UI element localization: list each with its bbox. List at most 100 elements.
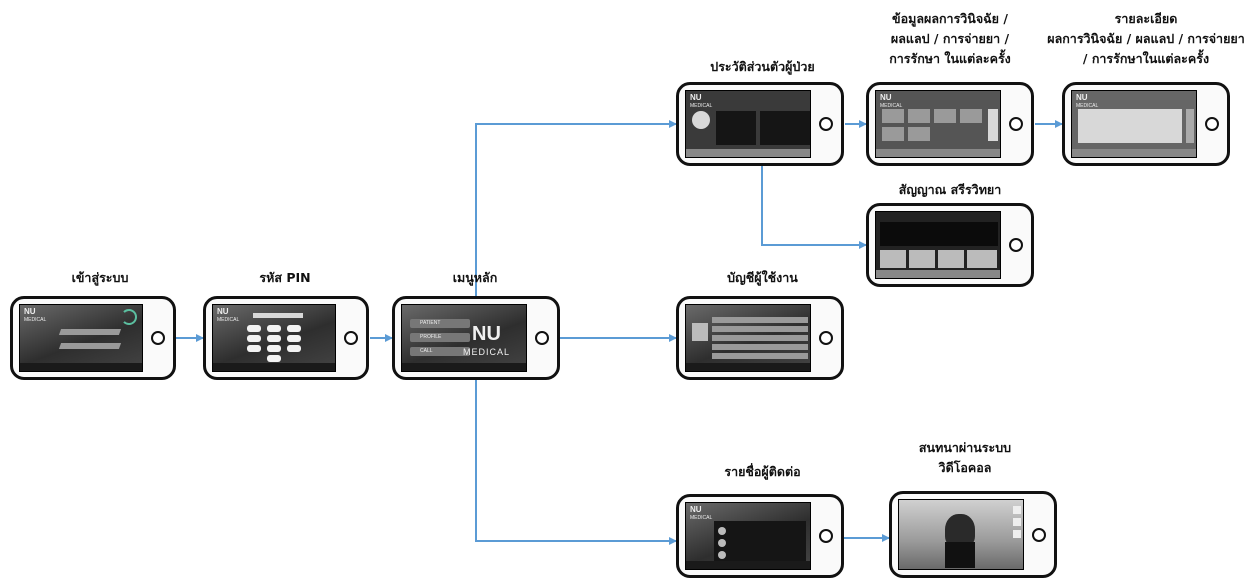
home-button-icon[interactable] (1032, 527, 1046, 542)
detail-panel (1078, 109, 1182, 143)
label-user-account: บัญชีผู้ใช้งาน (727, 270, 798, 285)
vital-card (909, 250, 935, 268)
home-button-icon[interactable] (1205, 117, 1219, 131)
contact-avatar (718, 551, 726, 559)
account-field (712, 344, 808, 350)
pin-key[interactable] (267, 325, 281, 332)
avatar (692, 323, 708, 341)
label-diagnosis-detail: รายละเอียด ผลการวินิจฉัย / ผลแลป / การจ่… (1047, 11, 1245, 66)
home-button-icon[interactable] (1009, 238, 1023, 252)
username-field[interactable] (58, 329, 122, 335)
login-footer (20, 363, 142, 371)
label-vital-signs: สัญญาณ สรีรวิทยา (898, 182, 1002, 197)
pin-key[interactable] (247, 345, 261, 352)
menu-profile-button[interactable]: PROFILE (410, 333, 470, 342)
pin-key[interactable] (267, 335, 281, 342)
label-contact-list: รายชื่อผู้ติดต่อ (724, 464, 801, 479)
caller-body (945, 542, 975, 568)
label-pin: รหัส PIN (259, 270, 311, 285)
tab-bar[interactable] (1072, 149, 1196, 157)
pin-footer (213, 363, 335, 371)
label-main-menu: เมนูหลัก (452, 270, 498, 285)
label-diagnosis-list: ข้อมูลผลการวินิจฉัย / ผลแลป / การจ่ายยา … (889, 11, 1011, 66)
phone-user-account (676, 296, 844, 380)
loading-spinner-icon (121, 309, 137, 325)
pin-display (253, 313, 303, 318)
contacts-footer (686, 561, 810, 569)
record-tile[interactable] (882, 127, 904, 141)
record-tile[interactable] (908, 127, 930, 141)
account-field (712, 353, 808, 359)
home-button-icon[interactable] (1009, 117, 1023, 131)
pin-key[interactable] (287, 345, 301, 352)
home-button-icon[interactable] (819, 529, 833, 543)
contact-avatar (718, 527, 726, 535)
user-account-screen (685, 304, 811, 372)
record-tile[interactable] (908, 109, 930, 123)
home-button-icon[interactable] (819, 117, 833, 131)
scrollbar[interactable] (1186, 109, 1194, 143)
tab-bar[interactable] (686, 149, 810, 157)
phone-vital-signs (866, 203, 1034, 287)
pin-key[interactable] (247, 335, 261, 342)
pin-key[interactable] (287, 325, 301, 332)
mute-icon[interactable] (1013, 518, 1021, 526)
arrow-menu-to-contacts (475, 380, 677, 545)
vital-card (938, 250, 964, 268)
tab-bar[interactable] (876, 149, 1000, 157)
menu-footer (402, 363, 526, 371)
pin-key[interactable] (247, 325, 261, 332)
password-field[interactable] (58, 343, 122, 349)
label-patient-history: ประวัติส่วนตัวผู้ป่วย (710, 59, 815, 74)
menu-call-button[interactable]: CALL (410, 347, 470, 356)
record-tile[interactable] (960, 109, 982, 123)
account-footer (686, 363, 810, 371)
vital-card (880, 250, 906, 268)
pin-key[interactable] (267, 355, 281, 362)
scrollbar[interactable] (988, 109, 998, 141)
pin-key[interactable] (267, 345, 281, 352)
end-call-icon[interactable] (1013, 530, 1021, 538)
home-button-icon[interactable] (151, 331, 165, 345)
record-tile[interactable] (934, 109, 956, 123)
avatar (692, 111, 710, 129)
pin-key[interactable] (287, 335, 301, 342)
label-video-call: สนทนาผ่านระบบ วิดีโอคอล (918, 440, 1012, 475)
home-button-icon[interactable] (535, 331, 549, 345)
personal-info-panel (716, 111, 756, 145)
account-field (712, 335, 808, 341)
home-button-icon[interactable] (819, 331, 833, 345)
record-tile[interactable] (882, 109, 904, 123)
camera-switch-icon[interactable] (1013, 506, 1021, 514)
menu-patient-button[interactable]: PATIENT (410, 319, 470, 328)
video-call-screen (898, 499, 1024, 570)
arrow-history-to-vitals (761, 166, 867, 249)
phone-video-call (889, 491, 1057, 578)
home-button-icon[interactable] (344, 331, 358, 345)
contacts-panel (714, 521, 806, 561)
arrow-menu-to-patient-history (475, 120, 677, 296)
tab-bar[interactable] (876, 270, 1000, 278)
label-login: เข้าสู่ระบบ (71, 270, 129, 285)
waveform-panel (880, 222, 998, 246)
